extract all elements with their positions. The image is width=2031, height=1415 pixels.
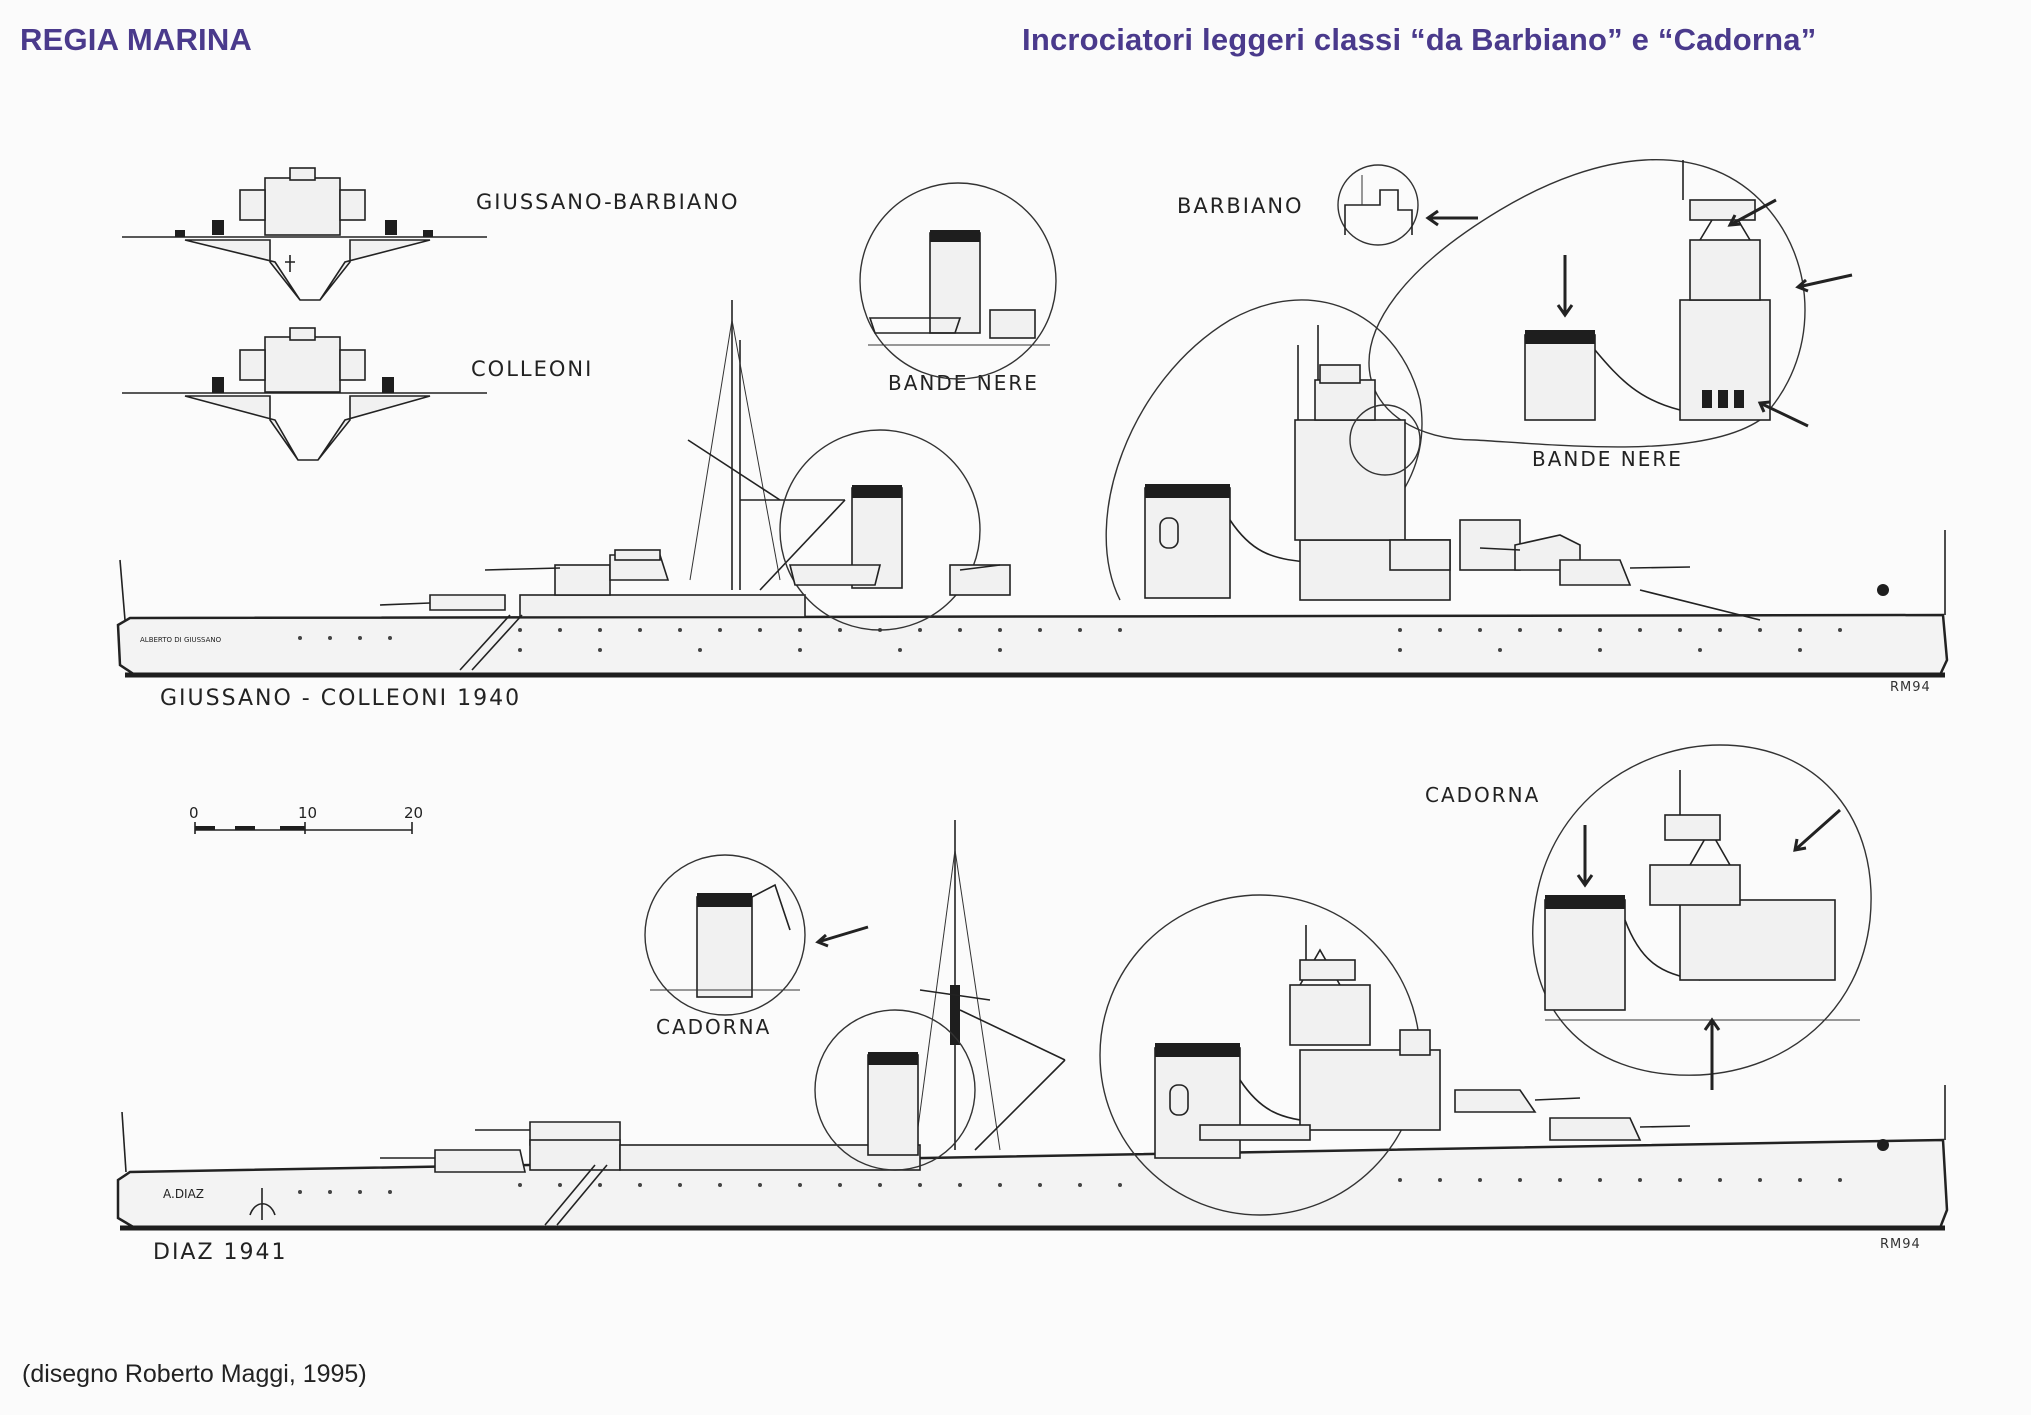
arrow-cadorna-up	[1703, 1017, 1721, 1090]
scale-tick-20: 20	[404, 804, 424, 822]
section-view-giussano-barbiano	[122, 167, 487, 301]
detail-barbiano-bridge	[1337, 164, 1419, 246]
arrow-bande-nere-top	[1727, 198, 1777, 227]
arrow-bande-nere-low	[1757, 400, 1809, 428]
arrow-bande-nere-down	[1556, 255, 1574, 318]
label-bande-nere-bridge: BANDE NERE	[1532, 447, 1683, 471]
arrow-cadorna-top	[1793, 808, 1841, 852]
label-colleoni: COLLEONI	[471, 357, 594, 381]
detail-cadorna-funnel	[644, 854, 806, 1016]
arrow-cadorna-funnel	[815, 925, 869, 948]
ship1-profile	[116, 299, 1949, 678]
ship2-caption: DIAZ 1941	[153, 1240, 288, 1265]
ship1-caption: GIUSSANO - COLLEONI 1940	[160, 686, 522, 711]
detail-bande-nere-funnel	[859, 182, 1057, 380]
label-cadorna-bridge: CADORNA	[1425, 783, 1541, 807]
hull-name-2: A.DIAZ	[163, 1187, 204, 1201]
label-barbiano: BARBIANO	[1177, 194, 1304, 218]
ship2-profile	[116, 820, 1949, 1231]
scale-tick-0: 0	[189, 804, 199, 822]
brand-title: REGIA MARINA	[20, 22, 253, 57]
detail-cadorna-bridge	[1532, 744, 1872, 1076]
arrow-barbiano	[1425, 209, 1478, 227]
label-giussano-barbiano: GIUSSANO-BARBIANO	[476, 190, 740, 214]
arrow-cadorna-down	[1576, 825, 1594, 888]
label-cadorna-funnel: CADORNA	[656, 1015, 772, 1039]
detail-bande-nere-bridge	[1368, 159, 1806, 448]
arrow-bande-nere-mid	[1795, 273, 1853, 293]
scale-tick-10: 10	[298, 804, 318, 822]
section-view-colleoni	[122, 327, 487, 461]
scale-bar	[194, 822, 413, 834]
hull-name-1: ALBERTO DI GIUSSANO	[140, 636, 222, 644]
drawing-credit: (disegno Roberto Maggi, 1995)	[22, 1360, 367, 1388]
label-bande-nere-funnel: BANDE NERE	[888, 371, 1039, 395]
page-title: Incrociatori leggeri classi “da Barbiano…	[1022, 22, 1817, 57]
ship2-signature: RM94	[1880, 1237, 1921, 1252]
ship1-signature: RM94	[1890, 680, 1931, 695]
